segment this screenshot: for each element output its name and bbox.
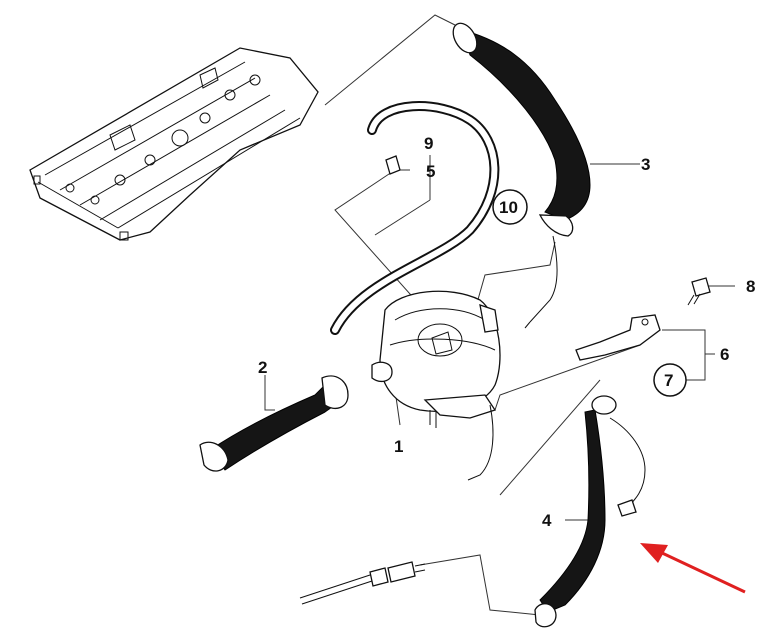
red-arrow <box>640 543 746 594</box>
hose-3 <box>452 22 591 329</box>
dipstick-tube <box>299 561 426 605</box>
label-5: 5 <box>426 162 435 181</box>
bracket-6 <box>575 314 661 361</box>
label-3: 3 <box>641 155 650 174</box>
bolt-8 <box>687 277 711 306</box>
label-9: 9 <box>424 134 433 153</box>
valve-cover <box>29 47 319 241</box>
callout-7-circle <box>653 363 687 397</box>
oil-separator <box>371 290 501 481</box>
label-7: 7 <box>664 371 673 390</box>
label-1: 1 <box>394 437 403 456</box>
hose-2 <box>199 375 349 472</box>
label-4: 4 <box>542 511 552 530</box>
clip-5 <box>385 155 401 175</box>
label-10: 10 <box>499 198 518 217</box>
hose-4 <box>534 395 646 628</box>
label-2: 2 <box>258 358 267 377</box>
label-8: 8 <box>746 277 755 296</box>
hose-9 <box>330 101 500 335</box>
callout-10-circle <box>492 189 528 225</box>
label-6: 6 <box>720 345 729 364</box>
leader-lines <box>264 14 735 616</box>
